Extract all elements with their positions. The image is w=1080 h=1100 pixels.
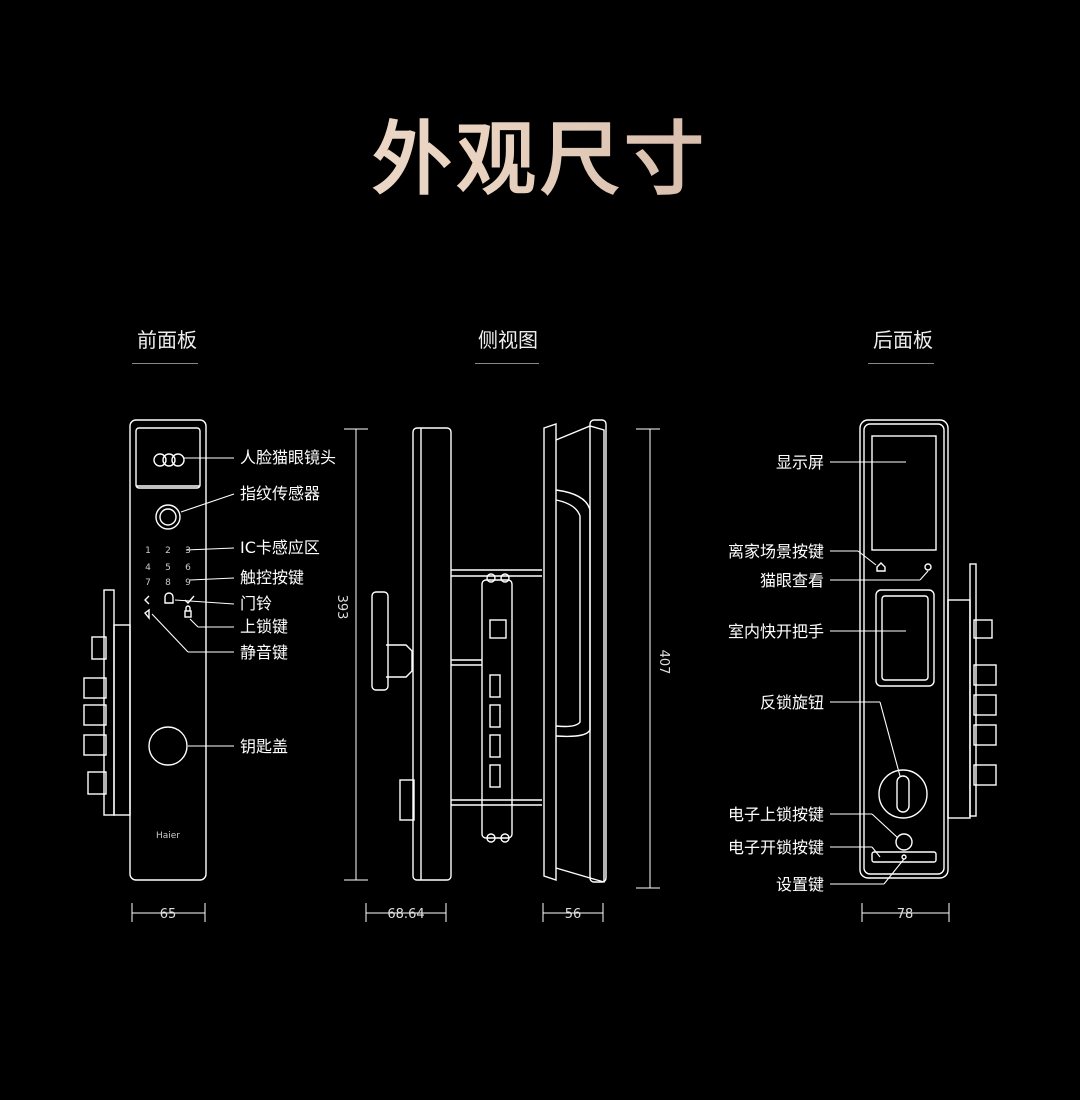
dim-back-width: 78	[897, 907, 914, 922]
front-label-1: 指纹传感器	[240, 484, 320, 503]
keypad-digit-3: 3	[185, 546, 191, 556]
back-label-2: 猫眼查看	[760, 571, 824, 590]
page-title: 外观尺寸	[0, 112, 1080, 208]
indoor-handle-icon	[875, 589, 935, 687]
front-label-5: 上锁键	[240, 617, 288, 636]
front-panel-drawing	[83, 419, 207, 881]
keypad-digit-6: 6	[185, 563, 191, 573]
section-title-front: 前面板	[137, 328, 197, 352]
keypad-digit-4: 4	[145, 563, 151, 573]
back-label-7: 设置键	[776, 875, 824, 894]
section-title-back: 后面板	[873, 328, 933, 352]
section-underline-side	[475, 363, 539, 364]
section-title-side: 侧视图	[478, 328, 538, 352]
back-label-5: 电子上锁按键	[728, 805, 824, 824]
key-cover-icon	[148, 726, 188, 766]
display-screen-icon	[871, 435, 937, 551]
side-view-drawing	[371, 419, 607, 883]
keypad-digit-9: 9	[185, 578, 191, 588]
front-label-2: IC卡感应区	[240, 538, 320, 557]
back-label-6: 电子开锁按键	[728, 838, 824, 857]
dim-front-width: 65	[160, 907, 177, 922]
keypad-digit-5: 5	[165, 563, 171, 573]
brand-logo: Haier	[156, 831, 180, 841]
section-underline-front	[132, 363, 198, 364]
dim-side-depth-front: 68.64	[387, 907, 424, 922]
back-label-1: 离家场景按键	[728, 542, 824, 561]
keypad-digit-7: 7	[145, 578, 151, 588]
keypad-digit-1: 1	[145, 546, 151, 556]
front-label-4: 门铃	[240, 594, 272, 613]
fingerprint-sensor-icon	[155, 504, 181, 530]
keypad-digit-8: 8	[165, 578, 171, 588]
front-label-3: 触控按键	[240, 568, 304, 587]
front-label-6: 静音键	[240, 643, 288, 662]
touch-keypad: 1 2 3 4 5 6 7 8 9	[145, 546, 191, 588]
back-label-4: 反锁旋钮	[760, 693, 824, 712]
dim-side-depth-back: 56	[565, 907, 582, 922]
electronic-lock-button-icon	[895, 833, 913, 851]
back-label-3: 室内快开把手	[728, 622, 824, 641]
keypad-digit-2: 2	[165, 546, 171, 556]
back-label-0: 显示屏	[776, 453, 824, 472]
deadbolt-knob-icon	[878, 769, 928, 819]
back-panel-drawing	[859, 419, 997, 879]
dim-front-height: 393	[334, 595, 349, 620]
section-underline-back	[868, 363, 934, 364]
camera-lens-icon	[153, 453, 167, 467]
dim-back-height: 407	[656, 650, 671, 675]
front-label-0: 人脸猫眼镜头	[240, 448, 336, 467]
front-label-7: 钥匙盖	[240, 737, 288, 756]
